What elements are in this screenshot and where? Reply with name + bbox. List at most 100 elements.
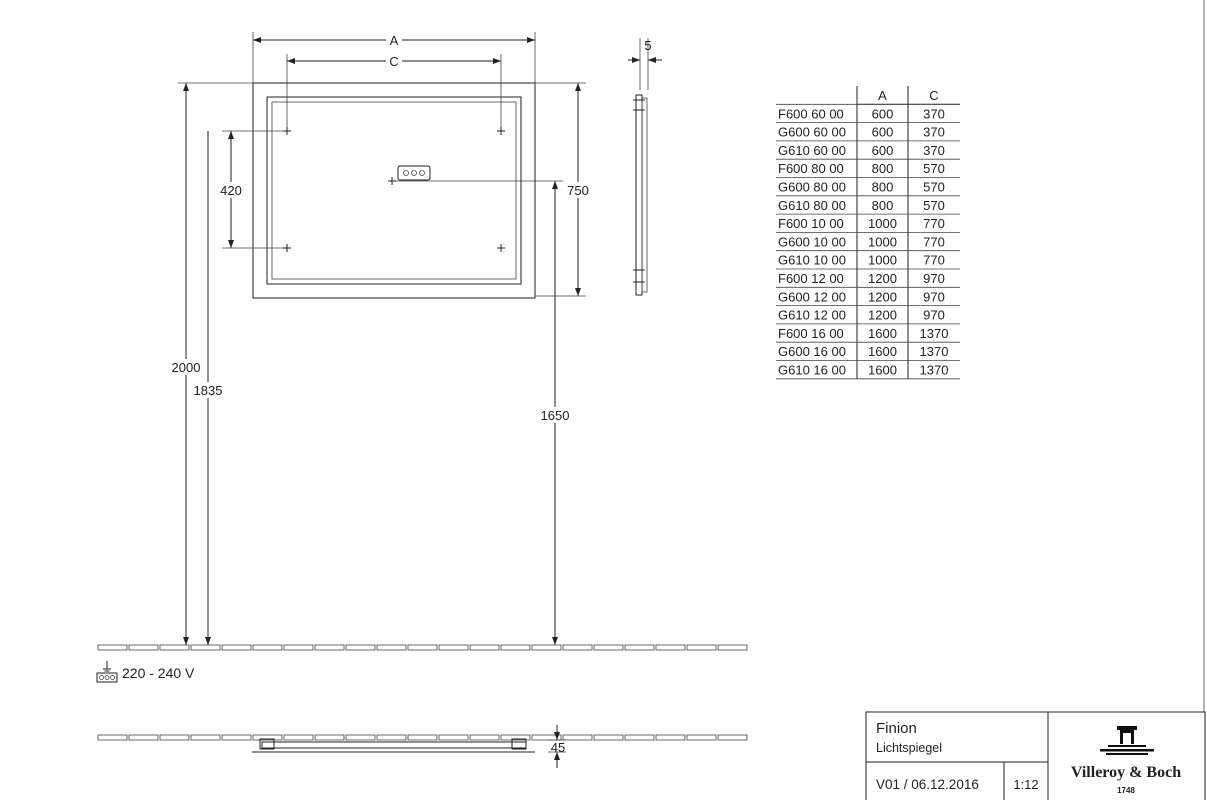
table-cell: G610 80 00 — [778, 198, 846, 213]
tile — [407, 734, 438, 741]
table-cell: 600 — [872, 106, 894, 121]
table-cell: F600 16 00 — [778, 326, 844, 341]
table-cell: F600 60 00 — [778, 106, 844, 121]
table-cell: 570 — [923, 161, 945, 176]
table-cell: F600 80 00 — [778, 161, 844, 176]
tile — [314, 734, 345, 741]
table-header: A — [878, 88, 887, 103]
tile — [190, 644, 221, 651]
tile — [345, 734, 376, 741]
tile — [438, 644, 469, 651]
title-block: Finion Lichtspiegel V01 / 06.12.2016 1:1… — [865, 711, 1206, 800]
table-cell: 1000 — [868, 253, 897, 268]
tile — [686, 734, 717, 741]
table-row: G610 12 00 1200 970 — [776, 308, 960, 325]
tile — [717, 644, 748, 651]
tile — [252, 734, 283, 741]
table-cell: 370 — [923, 106, 945, 121]
brand-name: Villeroy & Boch — [1071, 764, 1181, 781]
table-cell: G600 80 00 — [778, 180, 846, 195]
table-cell: F600 12 00 — [778, 271, 844, 286]
table-cell: G600 16 00 — [778, 344, 846, 359]
tile — [376, 644, 407, 651]
tile — [593, 734, 624, 741]
mounting-hole-marks — [283, 127, 505, 252]
mirror-side-view: 5 — [628, 38, 662, 296]
table-row: F600 80 00 800 570 — [776, 161, 960, 178]
table-cell: 970 — [923, 289, 945, 304]
table-cell: 1600 — [868, 344, 897, 359]
table-cell: 970 — [923, 308, 945, 323]
table-cell: 1600 — [868, 326, 897, 341]
tile — [407, 644, 438, 651]
table-cell: G610 12 00 — [778, 308, 846, 323]
table-cell: 800 — [872, 161, 894, 176]
tile — [438, 734, 469, 741]
table-cell: F600 10 00 — [778, 216, 844, 231]
dimension-label: 5 — [644, 38, 651, 53]
dimension-label: 45 — [551, 740, 565, 755]
table-cell: 1200 — [868, 308, 897, 323]
table-cell: G610 16 00 — [778, 363, 846, 378]
product-name: Finion — [876, 720, 917, 737]
dimension-label: 2000 — [172, 360, 201, 375]
dimension-c-label: C — [389, 54, 398, 69]
tile — [159, 644, 190, 651]
tile — [97, 644, 128, 651]
dimension-label: 1835 — [194, 383, 223, 398]
table-cell: 570 — [923, 180, 945, 195]
tile — [128, 734, 159, 741]
tile — [469, 644, 500, 651]
table-cell: G600 60 00 — [778, 125, 846, 140]
tile — [593, 644, 624, 651]
tile — [283, 734, 314, 741]
tile — [159, 734, 190, 741]
tile — [283, 644, 314, 651]
table-cell: 1000 — [868, 216, 897, 231]
tile — [345, 644, 376, 651]
table-row: F600 60 00 600 370 — [776, 103, 960, 123]
dimension-label: 420 — [220, 183, 242, 198]
tile — [221, 734, 252, 741]
table-cell: G610 10 00 — [778, 253, 846, 268]
tile — [221, 644, 252, 651]
table-cell: 1370 — [920, 344, 949, 359]
table-cell: 1370 — [920, 326, 949, 341]
table-cell: 770 — [923, 234, 945, 249]
dimension-label: 1650 — [541, 408, 570, 423]
tile — [314, 644, 345, 651]
tile — [469, 734, 500, 741]
tile — [97, 734, 128, 741]
tile — [128, 644, 159, 651]
tile — [686, 644, 717, 651]
table-header: C — [929, 88, 938, 103]
table-cell: 800 — [872, 198, 894, 213]
table-cell: G610 60 00 — [778, 143, 846, 158]
version-date: V01 / 06.12.2016 — [876, 777, 979, 792]
scale: 1:12 — [1013, 777, 1038, 792]
table-cell: 1000 — [868, 234, 897, 249]
wall-tiles-bottom-view — [97, 734, 748, 741]
mirror-front-view — [252, 82, 536, 299]
voltage-label: 220 - 240 V — [122, 665, 195, 681]
dimension-label: 750 — [567, 183, 589, 198]
table-cell: G600 10 00 — [778, 234, 846, 249]
dimension-hole-spacing: 420 — [217, 130, 283, 249]
dimension-top-height: 2000 — [168, 82, 253, 645]
product-subtitle: Lichtspiegel — [876, 741, 942, 755]
tile — [376, 734, 407, 741]
tile — [655, 644, 686, 651]
tile — [624, 734, 655, 741]
terminal-block-icon — [96, 661, 118, 683]
tile — [531, 644, 562, 651]
